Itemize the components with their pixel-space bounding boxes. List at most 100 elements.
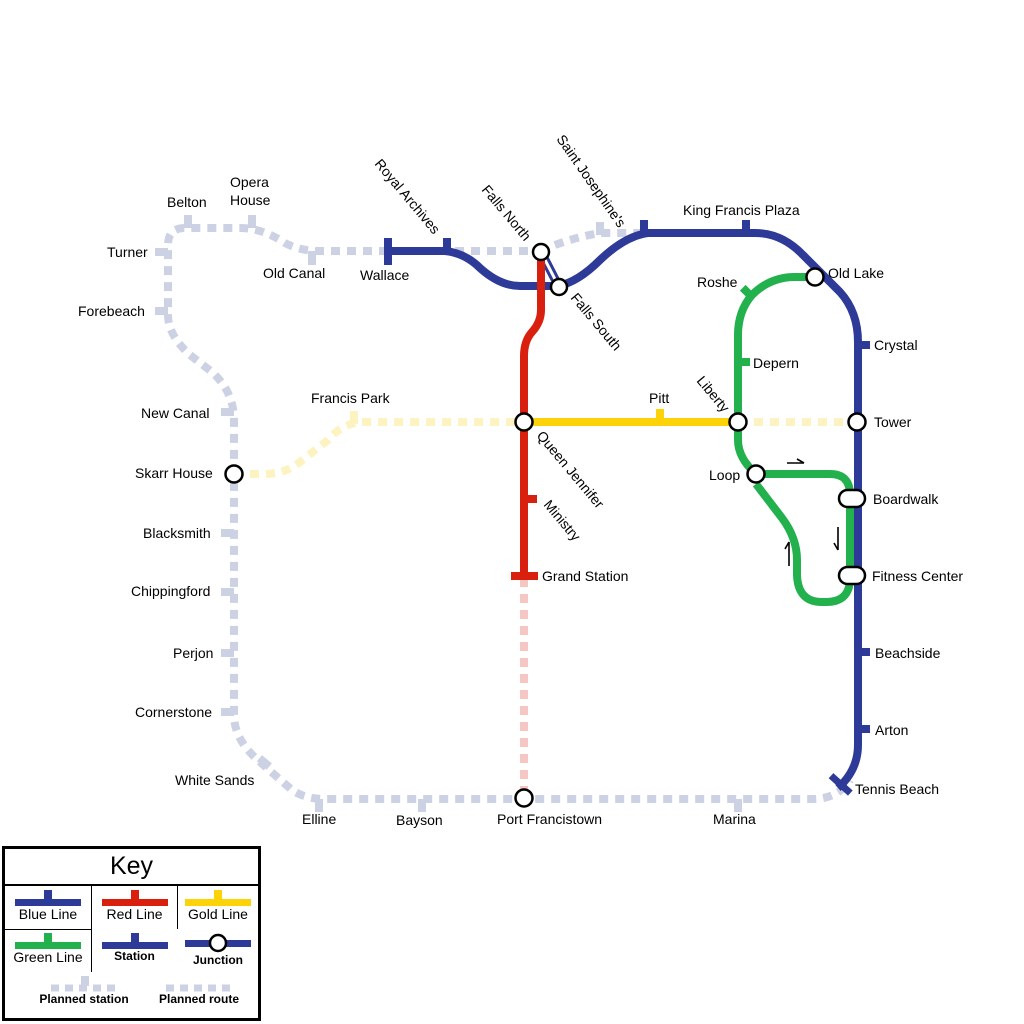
label-pitt: Pitt (649, 390, 669, 406)
label-opera-house-1: Opera (230, 174, 269, 190)
label-perjon: Perjon (173, 645, 213, 661)
label-saint-josephines: Saint Josephine's (554, 132, 630, 231)
red-line-route (520, 256, 545, 576)
label-depern: Depern (753, 355, 799, 371)
tick-arton (858, 725, 870, 733)
key-station: Station (92, 933, 177, 963)
green-line-swatch (15, 933, 81, 949)
label-wallace: Wallace (360, 267, 409, 283)
arrow-east-icon (787, 458, 805, 464)
label-marina: Marina (713, 811, 756, 827)
key-junction-label: Junction (193, 953, 243, 967)
red-line-swatch (101, 890, 168, 906)
blue-line-swatch (15, 890, 81, 906)
planned-route-gold-west (234, 418, 524, 478)
planned-station-ticks (155, 215, 742, 812)
green-line (734, 273, 854, 606)
label-new-canal: New Canal (141, 405, 209, 421)
key-junction: Junction (178, 933, 258, 967)
label-roshe: Roshe (697, 274, 738, 290)
planned-tick-marina (734, 799, 742, 812)
label-king-francis-plaza: King Francis Plaza (683, 202, 800, 218)
planned-tick-white-sands (256, 755, 272, 770)
key-title: Key (5, 849, 258, 886)
junction-port-francistown (514, 788, 534, 808)
terminus-wallace (384, 238, 392, 265)
planned-tick-new-canal (221, 408, 234, 416)
label-port-francistown: Port Francistown (497, 811, 602, 827)
tick-royal-archives (443, 238, 451, 251)
gold-line (524, 409, 738, 426)
junction-falls-north (531, 242, 551, 262)
gold-line-swatch (185, 890, 251, 906)
key-planned-station: Planned station (19, 976, 149, 1006)
planned-routes (164, 224, 857, 803)
green-line-north (734, 273, 815, 477)
key-green-line-label: Green Line (13, 949, 83, 965)
blue-station-ticks (384, 220, 870, 796)
planned-tick-cornerstone (221, 708, 234, 716)
key-planned-route: Planned route (141, 976, 257, 1006)
terminus-grand-station (511, 572, 538, 580)
label-skarr-house: Skarr House (135, 465, 213, 481)
key-gold-line-label: Gold Line (188, 906, 248, 922)
planned-tick-saint-josephines (596, 222, 604, 235)
planned-tick-old-canal (308, 251, 316, 265)
label-queen-jennifer: Queen Jennifer (534, 428, 608, 512)
planned-tick-forebeach (155, 307, 168, 315)
label-bayson: Bayson (396, 812, 443, 828)
blue-line-route (388, 229, 862, 791)
tick-depern (738, 358, 750, 366)
tick-beachside (858, 648, 870, 656)
label-opera-house-2: House (230, 192, 271, 208)
key-blue-line: Blue Line (5, 890, 91, 922)
junction-tower (847, 412, 867, 432)
planned-tick-bayson (418, 799, 426, 812)
station-swatch (101, 933, 168, 949)
planned-route-swatch (166, 984, 232, 992)
red-line (511, 256, 545, 580)
planned-tick-opera-house (248, 215, 256, 228)
label-elline: Elline (302, 811, 336, 827)
planned-tick-perjon (221, 649, 234, 657)
planned-tick-belton (184, 215, 192, 228)
key-planned-route-label: Planned route (158, 992, 239, 1006)
label-royal-archives: Royal Archives (372, 156, 444, 237)
junction-falls-south (549, 277, 569, 297)
map-key: Key Blue Line Red Line Gold Line Green L… (2, 846, 261, 1021)
label-liberty: Liberty (694, 373, 733, 415)
label-tennis-beach: Tennis Beach (855, 781, 939, 797)
label-tower: Tower (874, 414, 912, 430)
tick-roshe (739, 284, 755, 300)
planned-tick-elline (315, 799, 323, 812)
junction-skarr-house (224, 464, 244, 484)
junction-queen-jennifer (514, 412, 534, 432)
label-forebeach: Forebeach (78, 303, 145, 319)
blue-line (388, 229, 862, 791)
label-beachside: Beachside (875, 645, 941, 661)
label-fitness-center: Fitness Center (872, 568, 963, 584)
label-boardwalk: Boardwalk (873, 491, 939, 507)
junction-fitness-center (837, 565, 867, 586)
label-old-canal: Old Canal (263, 265, 325, 281)
key-green-line: Green Line (5, 933, 91, 965)
key-planned-station-label: Planned station (39, 992, 129, 1006)
tick-king-francis-plaza (742, 220, 750, 233)
planned-station-swatch (51, 976, 117, 992)
label-francis-park: Francis Park (311, 390, 391, 406)
tick-ministry (524, 495, 537, 503)
label-loop: Loop (709, 467, 740, 483)
tick-pitt (656, 409, 664, 422)
label-chippingford: Chippingford (131, 583, 210, 599)
label-falls-north: Falls North (479, 182, 535, 244)
junction-old-lake (805, 267, 825, 287)
junction-loop (746, 464, 766, 484)
key-gold-line: Gold Line (178, 890, 258, 922)
key-red-line: Red Line (92, 890, 177, 922)
planned-tick-turner (155, 248, 168, 256)
arrow-north-icon (784, 541, 790, 566)
planned-tick-chippingford (221, 588, 234, 596)
loop-direction-arrows (784, 458, 839, 566)
label-turner: Turner (107, 244, 148, 260)
